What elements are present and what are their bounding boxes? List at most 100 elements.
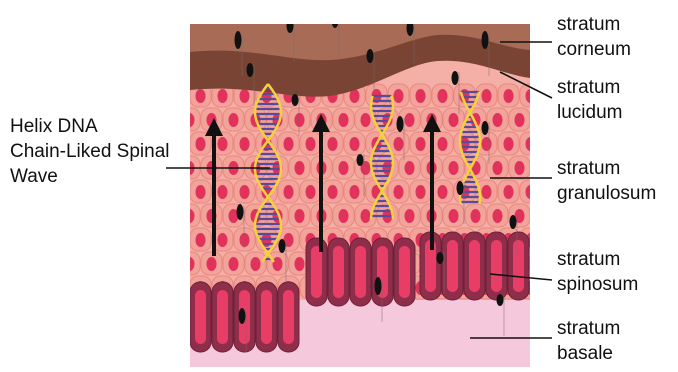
granulosum-nucleus [174, 89, 184, 103]
granulosum-cell [531, 156, 552, 179]
spinosum-nucleus [311, 246, 322, 298]
granulosum-nucleus [218, 233, 228, 247]
pigment-mark [510, 215, 517, 229]
granulosum-nucleus [207, 257, 217, 271]
granulosum-nucleus [361, 209, 371, 223]
granulosum-nucleus [405, 113, 415, 127]
granulosum-nucleus [196, 137, 206, 151]
granulosum-nucleus [438, 137, 448, 151]
pigment-mark [332, 12, 339, 28]
granulosum-nucleus [526, 137, 536, 151]
granulosum-nucleus [493, 161, 503, 175]
spinosum-nucleus [513, 240, 524, 292]
granulosum-nucleus [394, 89, 404, 103]
pigment-mark [247, 63, 254, 77]
granulosum-nucleus [328, 137, 338, 151]
granulosum-nucleus [240, 89, 250, 103]
label-stratum-corneum: stratum corneum [557, 12, 631, 62]
granulosum-cell [179, 108, 200, 131]
spinosum-nucleus [491, 240, 502, 292]
granulosum-nucleus [537, 257, 547, 271]
granulosum-nucleus [295, 257, 305, 271]
pigment-mark [482, 31, 489, 49]
spinosum-nucleus [283, 290, 294, 344]
pigment-mark [235, 31, 242, 49]
granulosum-nucleus [339, 113, 349, 127]
granulosum-nucleus [240, 233, 250, 247]
granulosum-nucleus [493, 113, 503, 127]
spinosum-nucleus [261, 290, 272, 344]
pigment-mark [407, 20, 414, 36]
granulosum-nucleus [482, 89, 492, 103]
granulosum-cell [531, 252, 552, 275]
granulosum-nucleus [174, 281, 184, 295]
label-stratum-basale: stratum basale [557, 316, 620, 366]
corneum-line-2: corneum [557, 37, 631, 62]
helix-label-line-2: Chain-Liked Spinal [10, 139, 170, 164]
granulosum-nucleus [229, 257, 239, 271]
helix-dna-label: Helix DNA Chain-Liked Spinal Wave [10, 114, 170, 189]
granulosum-nucleus [416, 185, 426, 199]
basale-line-1: stratum [557, 316, 620, 341]
granulosum-cell [168, 132, 189, 155]
granulosum-nucleus [174, 137, 184, 151]
granulosum-nucleus [196, 233, 206, 247]
granulosum-nucleus [295, 161, 305, 175]
granulosum-nucleus [339, 209, 349, 223]
granulosum-nucleus [537, 113, 547, 127]
spinosum-nucleus [447, 240, 458, 292]
label-stratum-lucidum: stratum lucidum [557, 75, 622, 125]
granulosum-nucleus [218, 89, 228, 103]
granulosum-cell [168, 276, 189, 299]
granulosum-nucleus [185, 257, 195, 271]
pigment-mark [367, 49, 374, 63]
pigment-mark [237, 204, 244, 220]
granulosum-nucleus [361, 113, 371, 127]
granulosum-nucleus [405, 161, 415, 175]
granulosum-cell [168, 84, 189, 107]
corneum-line-1: stratum [557, 12, 631, 37]
pigment-mark [279, 239, 286, 253]
granulosum-nucleus [438, 89, 448, 103]
granulosum-nucleus [328, 185, 338, 199]
granulosum-nucleus [284, 185, 294, 199]
granulosum-nucleus [504, 137, 514, 151]
pigment-mark [375, 277, 382, 295]
granulosum-nucleus [174, 233, 184, 247]
granulosum-nucleus [504, 185, 514, 199]
granulosum-nucleus [504, 89, 514, 103]
label-stratum-spinosum: stratum spinosum [557, 247, 638, 297]
granulosum-nucleus [196, 185, 206, 199]
basale-line-2: basale [557, 341, 620, 366]
granulosum-cell [179, 204, 200, 227]
granulosum-nucleus [339, 161, 349, 175]
granulosum-nucleus [482, 137, 492, 151]
label-stratum-granulosum: stratum granulosum [557, 156, 656, 206]
pigment-mark [497, 294, 504, 306]
pigment-mark [287, 19, 294, 33]
granulosum-nucleus [526, 89, 536, 103]
granulosum-nucleus [394, 185, 404, 199]
granulosum-nucleus [526, 185, 536, 199]
pigment-mark [239, 308, 246, 324]
granulosum-cell [179, 252, 200, 275]
granulosum-nucleus [185, 113, 195, 127]
pigment-mark [292, 94, 299, 106]
spinosum-nucleus [469, 240, 480, 292]
granulosum-cell [520, 180, 541, 203]
granulosum-nucleus [449, 113, 459, 127]
granulosum-nucleus [482, 185, 492, 199]
pigment-mark [397, 116, 404, 132]
granulosum-nucleus [515, 113, 525, 127]
pigment-mark [357, 154, 364, 166]
granulosum-nucleus [306, 137, 316, 151]
granulosum-nucleus [394, 137, 404, 151]
granulosum-nucleus [449, 209, 459, 223]
granulosum-nucleus [218, 185, 228, 199]
helix-label-line-3: Wave [10, 164, 170, 189]
granulosum-nucleus [295, 209, 305, 223]
spinosum-nucleus [333, 246, 344, 298]
spinosum-nucleus [217, 290, 228, 344]
granulosum-nucleus [350, 137, 360, 151]
